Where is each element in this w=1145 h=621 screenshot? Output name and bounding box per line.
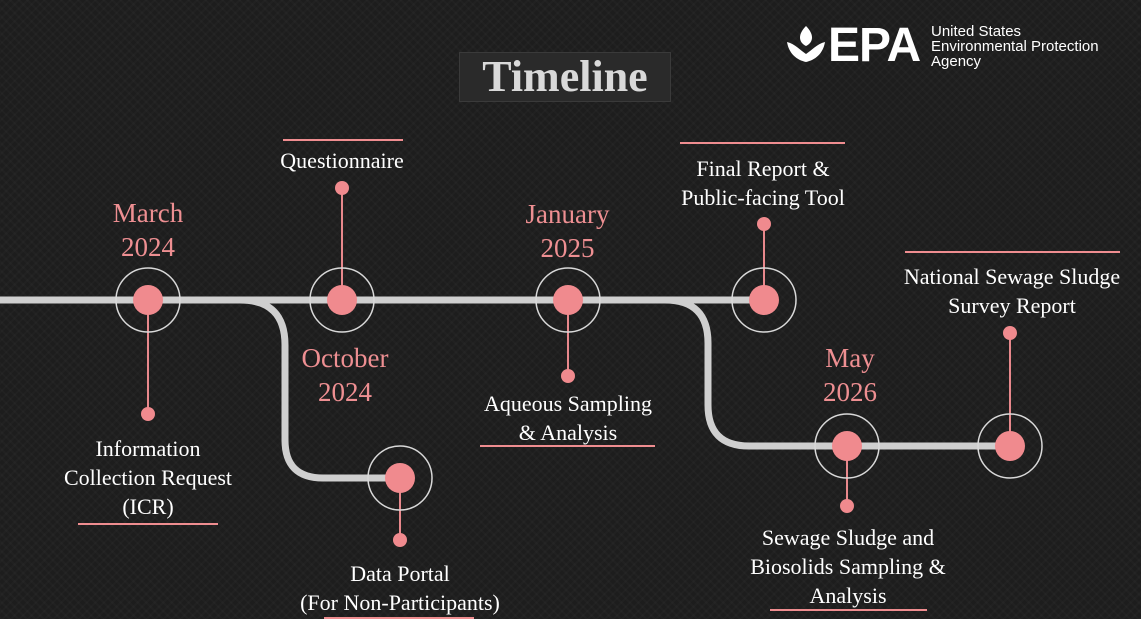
epa-logo-line: United States	[931, 23, 1022, 40]
label-sewage-sludge-biosolids: Sewage Sludge and Biosolids Sampling & A…	[750, 525, 946, 608]
ring-march	[115, 267, 181, 333]
dot-january	[553, 285, 583, 315]
ring-final-report	[731, 267, 797, 333]
overline-questionnaire	[283, 139, 403, 141]
branch-track-october	[239, 296, 400, 482]
end-dot-march	[141, 407, 155, 421]
epa-logo: EPA United States Environmental Protecti…	[784, 19, 1134, 78]
underline-january	[480, 445, 655, 447]
dot-questionnaire	[327, 285, 357, 315]
ring-october	[367, 445, 433, 511]
date-october-2024: October 2024	[301, 343, 389, 407]
ring-may	[814, 413, 880, 479]
date-january-2025: January 2025	[525, 199, 610, 263]
branch-track-may	[664, 296, 1010, 450]
underline-march	[78, 523, 218, 525]
date-march-2024: March 2024	[112, 198, 184, 262]
epa-logo-line: Agency	[931, 53, 982, 70]
label-data-portal: Data Portal (For Non-Participants)	[300, 561, 500, 615]
label-survey-report: National Sewage Sludge Survey Report	[903, 264, 1121, 318]
epa-logo-letters: EPA	[828, 19, 921, 72]
ring-questionnaire	[309, 267, 375, 333]
end-dot-october	[393, 533, 407, 547]
end-dot-may	[840, 499, 854, 513]
label-final-report: Final Report & Public-facing Tool	[681, 156, 845, 210]
page-title: Timeline	[459, 52, 671, 102]
date-may-2026: May 2026	[823, 343, 877, 407]
epa-flower-icon	[787, 26, 825, 62]
dot-may	[832, 431, 862, 461]
dot-survey-report	[995, 431, 1025, 461]
end-dot-questionnaire	[335, 181, 349, 195]
ring-survey-report	[977, 413, 1043, 479]
label-information-collection-request: Information Collection Request (ICR)	[63, 436, 233, 519]
end-dot-january	[561, 369, 575, 383]
end-dot-survey-report	[1003, 326, 1017, 340]
label-aqueous-sampling: Aqueous Sampling & Analysis	[483, 391, 653, 445]
dot-final-report	[749, 285, 779, 315]
overline-survey-report	[905, 251, 1120, 253]
epa-logo-line: Environmental Protection	[931, 38, 1099, 55]
dot-october	[385, 463, 415, 493]
underline-may	[770, 609, 927, 611]
dot-march	[133, 285, 163, 315]
underline-october	[324, 617, 474, 619]
end-dot-final-report	[757, 217, 771, 231]
epa-logo-text: United States Environmental Protection A…	[931, 24, 1099, 69]
overline-final-report	[680, 142, 845, 144]
label-questionnaire: Questionnaire	[280, 148, 404, 173]
ring-january	[535, 267, 601, 333]
